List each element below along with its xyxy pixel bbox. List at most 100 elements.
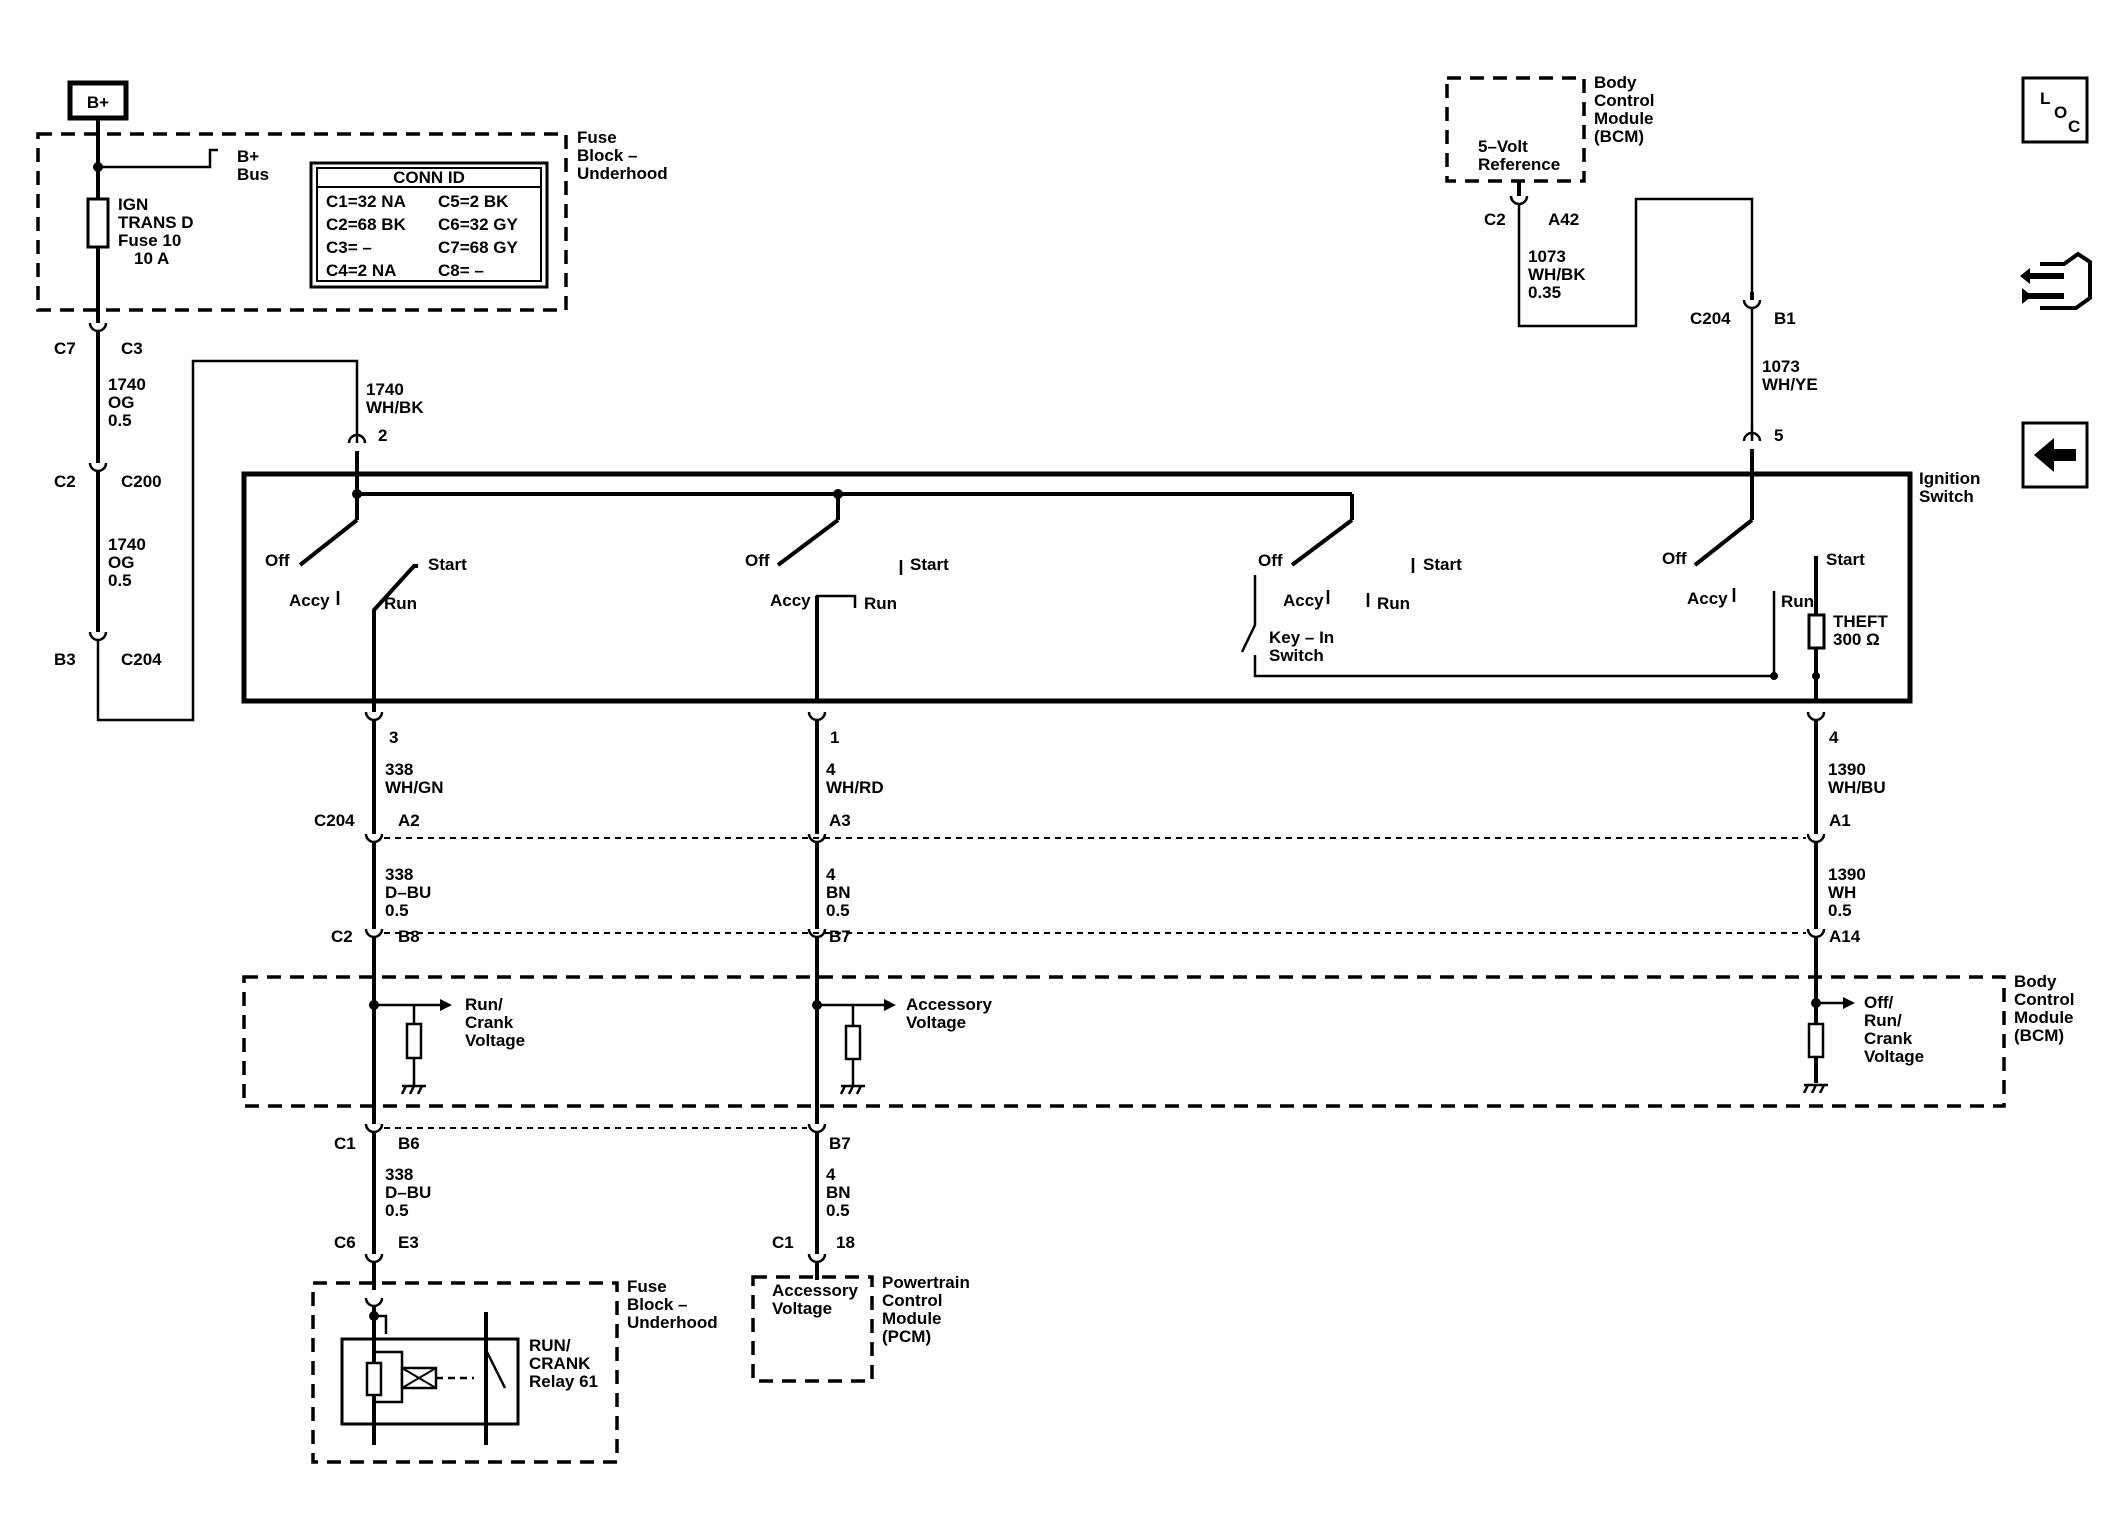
conn-e3-label: E3 bbox=[398, 1233, 419, 1252]
switch-4-accy: Accy bbox=[1687, 589, 1728, 608]
switch-2-off: Off bbox=[745, 551, 770, 570]
wire-4-c-1: 4 bbox=[826, 1165, 836, 1184]
wire-338-b-2: D–BU bbox=[385, 883, 431, 902]
conn-c204-b1-1: C204 bbox=[1690, 309, 1731, 328]
pin-5-label: 5 bbox=[1774, 426, 1783, 445]
wire-1073-a-2: WH/BK bbox=[1528, 265, 1586, 284]
col1-bcm-label-3: Voltage bbox=[465, 1031, 525, 1050]
fuse-block-bottom-title-1: Fuse bbox=[627, 1277, 667, 1296]
wire-338-a-1: 338 bbox=[385, 760, 413, 779]
switch-3-keyin-2: Switch bbox=[1269, 646, 1324, 665]
conn-c2-label: C2 bbox=[54, 472, 76, 491]
column-off-run-crank: 4 1390 WH/BU A1 1390 WH 0.5 A14 Off/ Run… bbox=[1802, 711, 1924, 1094]
connector-a1 bbox=[1806, 833, 1826, 844]
fuse-block-underhood-bottom bbox=[311, 1281, 619, 1464]
conn-b8-label: B8 bbox=[398, 927, 420, 946]
wire-1740-b-3: 0.5 bbox=[108, 571, 132, 590]
connector-a3 bbox=[807, 833, 827, 844]
switch-2-accy: Accy bbox=[770, 591, 811, 610]
wire-1073-a-3: 0.35 bbox=[1528, 283, 1561, 302]
relay-connector bbox=[364, 1297, 384, 1308]
col2-bcm-label-1: Accessory bbox=[906, 995, 993, 1014]
conn-c2-a42-2: A42 bbox=[1548, 210, 1579, 229]
location-button[interactable]: L O C bbox=[2021, 76, 2089, 144]
bcm-top-title-2: Control bbox=[1594, 91, 1654, 110]
switch-3-keyin-return bbox=[1253, 655, 1774, 678]
switch-3: Off Start Accy Run Key – In Switch bbox=[1240, 494, 1774, 678]
conn-c204-label-2: C204 bbox=[314, 811, 355, 830]
fuse-block-top-title-2: Block – bbox=[577, 146, 637, 165]
pcm-inner-1: Accessory bbox=[772, 1281, 859, 1300]
fuse-10-symbol bbox=[86, 197, 110, 249]
conn-c1-18-label-1: C1 bbox=[772, 1233, 794, 1252]
wire-338-c-3: 0.5 bbox=[385, 1201, 409, 1220]
conn-id-c4: C4=2 NA bbox=[326, 261, 396, 280]
conn-b7-lower-label: B7 bbox=[829, 1134, 851, 1153]
connector-view-button[interactable] bbox=[2020, 251, 2092, 310]
col2-bcm-label-2: Voltage bbox=[906, 1013, 966, 1032]
conn-id-c3: C3= – bbox=[326, 238, 372, 257]
wire-1390-b-2: WH bbox=[1828, 883, 1856, 902]
conn-id-c1: C1=32 NA bbox=[326, 192, 406, 211]
wire-1390-b-3: 0.5 bbox=[1828, 901, 1852, 920]
switch-3-accy: Accy bbox=[1283, 591, 1324, 610]
connector-b3-c204 bbox=[88, 631, 108, 642]
bcm-mid-box bbox=[242, 975, 2006, 1108]
switch-1-blade bbox=[298, 518, 359, 567]
bcm-top-title-3: Module bbox=[1594, 109, 1654, 128]
relay-label-1: RUN/ bbox=[529, 1336, 571, 1355]
conn-id-inner-border bbox=[316, 167, 542, 282]
fuse-block-underhood-top bbox=[36, 132, 568, 312]
bcm-top-title-4: (BCM) bbox=[1594, 127, 1644, 146]
connector-c1-18 bbox=[807, 1253, 827, 1264]
relay-coil-x2 bbox=[401, 1367, 437, 1389]
column-accessory: 1 4 WH/RD A3 4 BN 0.5 B7 Accessory Volta… bbox=[772, 711, 993, 1280]
theft-label-1: THEFT bbox=[1833, 612, 1888, 631]
wire-1740-b-2: OG bbox=[108, 553, 134, 572]
wire-1740-a-1: 1740 bbox=[108, 375, 146, 394]
bus-bracket bbox=[98, 148, 218, 169]
col1-bcm-arrow-head bbox=[440, 999, 452, 1011]
pcm-title-1: Powertrain bbox=[882, 1273, 970, 1292]
ground-icon bbox=[839, 1084, 865, 1095]
conn-c2-label-2: C2 bbox=[331, 927, 353, 946]
wire-1740-c-1: 1740 bbox=[366, 380, 404, 399]
switch-3-start: Start bbox=[1423, 555, 1462, 574]
bcm-mid-title-4: (BCM) bbox=[2014, 1026, 2064, 1045]
connector-c2-a42 bbox=[1509, 195, 1529, 206]
connector-c2-b8 bbox=[364, 928, 384, 939]
connector-b7-lower bbox=[807, 1123, 827, 1134]
switch-1: Off Start Accy Run bbox=[265, 518, 467, 701]
fuse-block-bottom-title-2: Block – bbox=[627, 1295, 687, 1314]
connector-c2-c200 bbox=[88, 462, 108, 473]
wire-1390-b-1: 1390 bbox=[1828, 865, 1866, 884]
conn-id-header: CONN ID bbox=[393, 168, 465, 187]
conn-id-table: CONN ID C1=32 NA C5=2 BK C2=68 BK C6=32 … bbox=[309, 161, 549, 289]
conn-c1-label: C1 bbox=[334, 1134, 356, 1153]
wire-1740-b-1: 1740 bbox=[108, 535, 146, 554]
back-button[interactable] bbox=[2021, 421, 2089, 489]
col3-bcm-label-4: Voltage bbox=[1864, 1047, 1924, 1066]
relay-feed-tee bbox=[374, 1314, 388, 1334]
wire-1390-a-1: 1390 bbox=[1828, 760, 1866, 779]
switch-3-run: Run bbox=[1377, 594, 1410, 613]
col3-bcm-label-1: Off/ bbox=[1864, 993, 1894, 1012]
ground-icon bbox=[1802, 1083, 1828, 1094]
connector-view-icon bbox=[2020, 251, 2092, 310]
theft-resistor bbox=[1807, 613, 1826, 650]
fuse-block-top-title-3: Underhood bbox=[577, 164, 668, 183]
switch-1-run: Run bbox=[384, 594, 417, 613]
wire-4-a-1: 4 bbox=[826, 760, 836, 779]
bcm-mid-title-3: Module bbox=[2014, 1008, 2074, 1027]
conn-a3-label: A3 bbox=[829, 811, 851, 830]
conn-b3-label: B3 bbox=[54, 650, 76, 669]
connector-c204-a2 bbox=[364, 833, 384, 844]
conn-id-c7: C7=68 GY bbox=[438, 238, 519, 257]
switch-1-accy: Accy bbox=[289, 591, 330, 610]
switch-3-keyin-blade bbox=[1240, 575, 1257, 653]
wire-1073-whbk bbox=[1517, 197, 1754, 328]
bcm-ref-1: 5–Volt bbox=[1478, 137, 1528, 156]
conn-id-c8: C8= – bbox=[438, 261, 484, 280]
switch-4: Off Start Accy Run THEFT 300 Ω bbox=[1662, 474, 1888, 701]
bcm-ref-2: Reference bbox=[1478, 155, 1560, 174]
